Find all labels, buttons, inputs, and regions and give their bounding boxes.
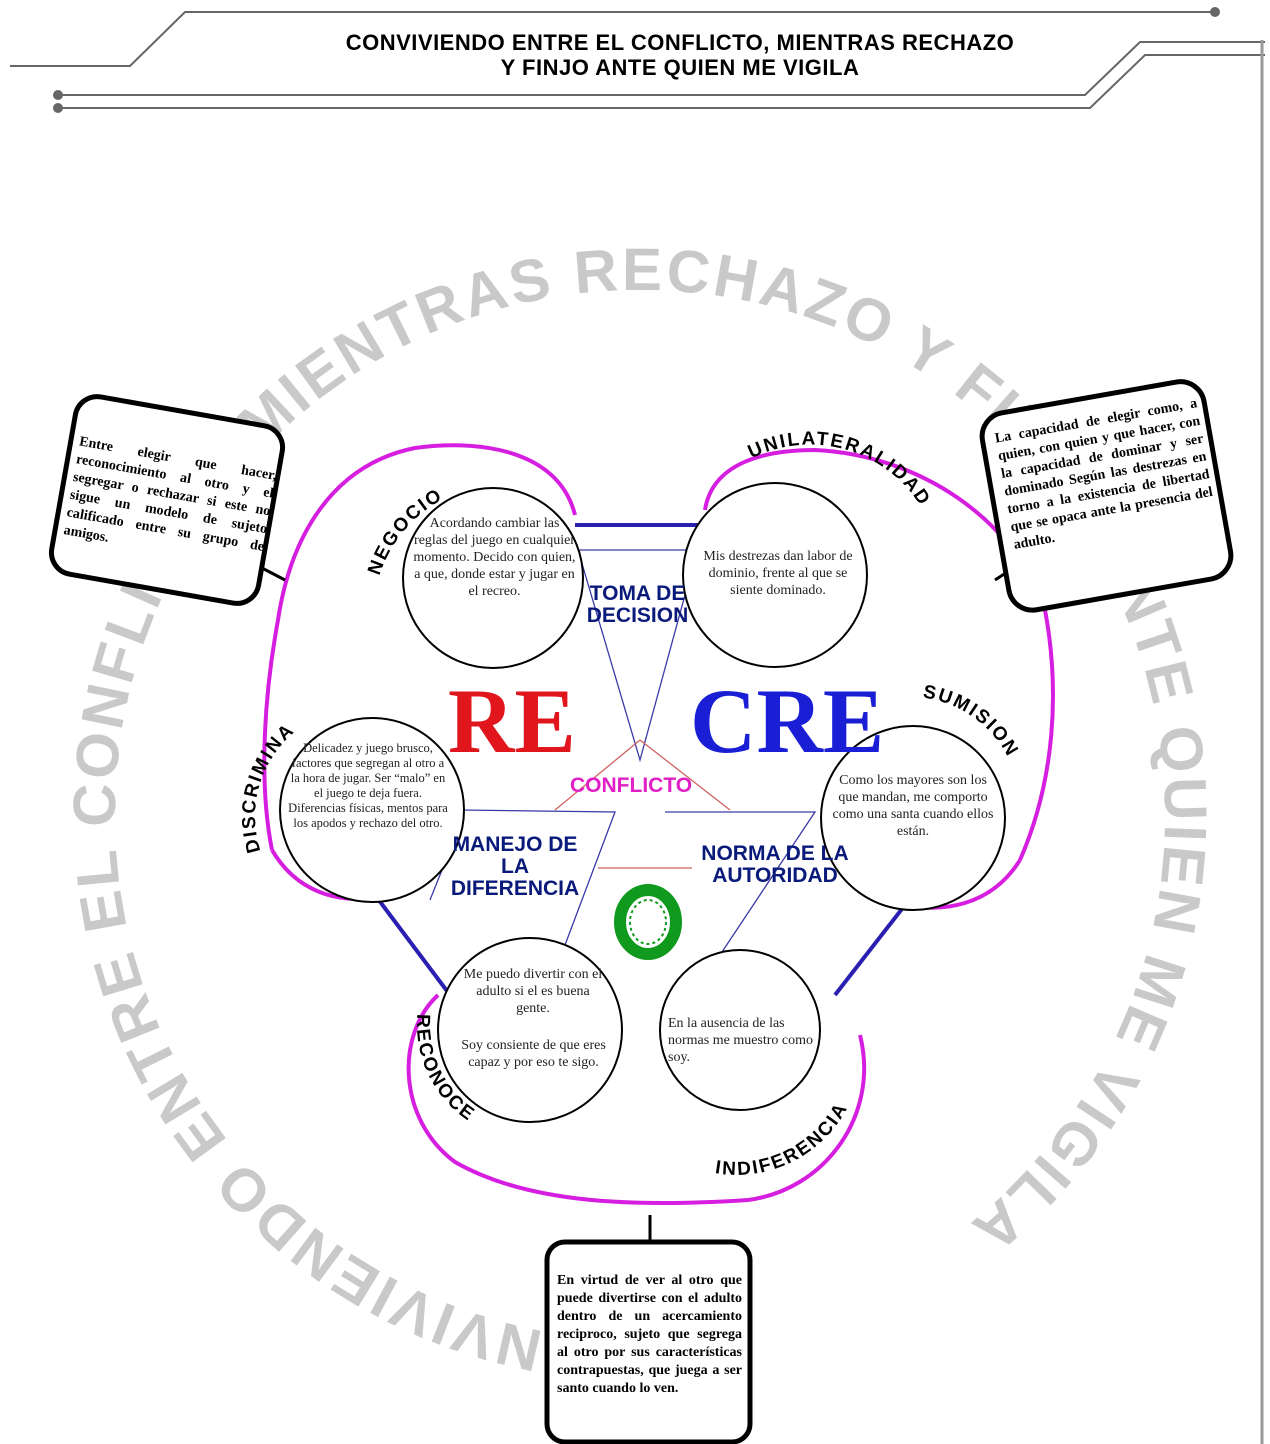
title-line-2: Y FINJO ANTE QUIEN ME VIGILA: [500, 55, 860, 80]
title-line-1: CONVIVIENDO ENTRE EL CONFLICTO, MIENTRAS…: [345, 30, 1015, 55]
circle-text-reconoce-2: Soy consiente de que eres capaz y por es…: [461, 1038, 606, 1070]
label-conflicto: CONFLICTO: [570, 774, 693, 797]
circle-unilateralidad: [682, 482, 868, 668]
label-toma-de-decision: TOMA DE DECISION: [586, 582, 689, 627]
label-norma-de-la-autoridad: NORMA DE LA AUTORIDAD: [701, 842, 849, 887]
circle-indiferencia: [659, 949, 821, 1111]
magenta-outline: [262, 443, 1055, 1206]
circle-text-negocio: Acordando cambiar las reglas del juego e…: [413, 516, 576, 599]
circle-reconoce: [437, 937, 623, 1123]
circle-text-reconoce-1: Me puedo divertir con el adulto si el es…: [463, 967, 603, 1016]
box-left-frame: [48, 394, 286, 606]
circle-text-indiferencia: En la ausencia de las normas me muestro …: [668, 1016, 814, 1065]
box-text-bottom: En virtud de ver al otro que puede diver…: [557, 1273, 742, 1396]
circle-text-unilateralidad: Mis destrezas dan labor de dominio, fren…: [703, 549, 853, 598]
inner-lines: [419, 539, 817, 956]
cre-graphic: CRE: [690, 670, 884, 772]
box-bottom-frame: [544, 1239, 753, 1444]
re-graphic: RE: [448, 670, 576, 772]
circle-sumision: [820, 725, 1006, 911]
label-manejo-de-la-diferencia: MANEJO DE LA DIFERENCIA: [450, 833, 580, 900]
circles: [279, 482, 1006, 1123]
navy-frame: [373, 523, 907, 997]
circle-text-sumision: Como los mayores son los que mandan, me …: [832, 773, 994, 839]
box-right-frame: [979, 379, 1234, 613]
header-frame: [10, 7, 1265, 113]
circle-negocio: [402, 487, 584, 669]
text-boxes: [48, 379, 1234, 1444]
o-graphic: [614, 884, 682, 960]
circle-discrimina: [279, 717, 465, 903]
arc-label-indiferencia: INDIFERENCIA: [714, 1099, 853, 1180]
page-title: CONVIVIENDO ENTRE EL CONFLICTO, MIENTRAS…: [200, 30, 1160, 80]
circle-text-discrimina: Delicadez y juego brusco, factores que s…: [288, 741, 448, 830]
